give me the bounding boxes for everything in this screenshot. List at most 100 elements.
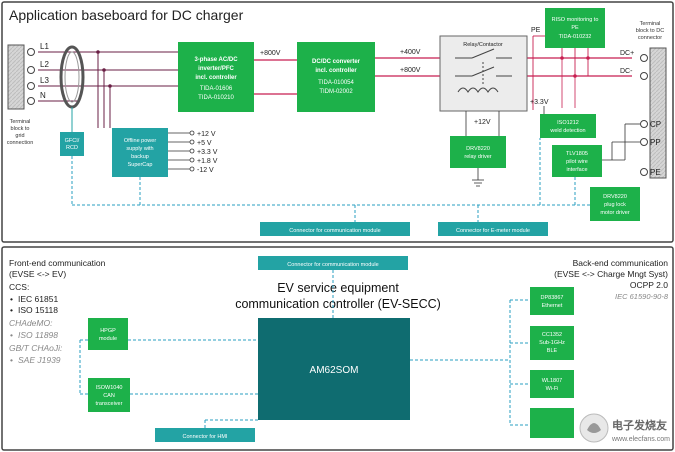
pfc-label-5: TIDA-010210 [198, 95, 234, 101]
output-400v-label: +400V [400, 49, 421, 56]
offline-power-label-4: SuperCap [128, 162, 153, 168]
gfci-label-1: GFCI/ [65, 138, 80, 144]
line-label-l2: L2 [40, 60, 49, 69]
dc-output-lines [375, 57, 632, 77]
svg-text:•: • [10, 330, 13, 340]
gbt-item-saej1939: SAE J1939 [18, 355, 61, 365]
secc-title-line1: EV service equipment [277, 281, 399, 295]
dcdc-label-3: TIDA-010054 [318, 80, 354, 86]
iso1212-label-1: ISO1212 [557, 120, 579, 126]
relay-contactor-block [439, 35, 528, 112]
cc1352-label-2: Sub-1GHz [539, 340, 565, 346]
am62som-label: AM62SOM [310, 365, 359, 376]
connector-emeter-label: Connector for E-meter module [456, 228, 530, 234]
dc-terminal-label-3: connector [638, 35, 662, 41]
pfc-label-1: 3-phase AC/DC [194, 57, 238, 63]
line-label-l1: L1 [40, 42, 49, 51]
connector-comm-module-top [260, 222, 410, 236]
rail-label-1v8: +1.8 V [197, 158, 218, 165]
grid-terminal-label-2: block to [11, 126, 30, 132]
ccs-heading: CCS: [9, 282, 29, 292]
connector-emeter [438, 222, 548, 236]
tlv-label-3: interface [566, 167, 587, 173]
rail-label-3v3: +3.3 V [197, 149, 218, 156]
grid-terminal-pins [27, 48, 35, 105]
tlv-label-1: TLV1805 [566, 151, 588, 157]
watermark: 电子发烧友 www.elecfans.com [579, 413, 670, 443]
isow-label-3: transceiver [96, 401, 123, 407]
grid-terminal-label-3: grid [15, 133, 24, 139]
ccs-item-iso15118: ISO 15118 [18, 305, 58, 315]
dc-terminal-label-2: block to DC [636, 28, 664, 34]
v33-label: +3.3V [530, 99, 549, 106]
connector-hmi-label: Connector for HMI [183, 434, 228, 440]
riso-monitoring-block [545, 8, 605, 48]
cc1352-label-3: BLE [547, 348, 558, 354]
iec-61590-label: IEC 61590-90-8 [615, 292, 669, 301]
grid-terminal-label-4: connection [7, 140, 34, 146]
cc1352-label-1: CC1352 [542, 332, 562, 338]
isow1040-can-block [88, 378, 130, 412]
output-800v-label: +800V [400, 67, 421, 74]
grid-terminal-label-1: Terminal [10, 119, 31, 125]
front-end-heading-1: Front-end communication [9, 258, 106, 268]
rail-label-minus12v: -12 V [197, 167, 214, 174]
v12-label: +12V [474, 119, 491, 126]
dc-pin-pe: PE [650, 168, 661, 177]
wl1807-label-1: WL1807 [542, 378, 563, 384]
gbt-heading: GB/T CHAoJi: [9, 343, 63, 353]
riso-label-2: PE [571, 25, 579, 31]
isow-label-1: ISOW1040 [96, 385, 123, 391]
dc-pin-pp: PP [650, 138, 661, 147]
wl1807-label-2: Wi-Fi [546, 386, 559, 392]
gfci-rcd-block [60, 132, 84, 156]
offline-power-label-1: Offline power [124, 138, 156, 144]
drv-plug-label-2: plug lock [604, 202, 626, 208]
pfc-label-2: inverter/PFC [198, 66, 234, 72]
hpgp-label-1: HPGP [100, 328, 116, 334]
dp83867-label-2: Ethernet [542, 303, 563, 309]
gfci-label-2: RCD [66, 145, 78, 151]
top-comm-bus [71, 138, 590, 222]
line-label-l3: L3 [40, 76, 49, 85]
front-end-heading-2: (EVSE <-> EV) [9, 269, 66, 279]
dc-pin-cp: CP [650, 120, 661, 129]
dc-pin-dcplus: DC+ [620, 50, 634, 57]
grid-terminal-block [7, 44, 25, 110]
dcdc-label-1: DC/DC converter [312, 59, 361, 65]
iso1212-block [540, 114, 596, 138]
chademo-heading: CHAdeMO: [9, 318, 53, 328]
rail-label-12v: +12 V [197, 131, 216, 138]
riso-label-1: RISO monitoring to [552, 17, 599, 23]
ccs-item-iec61851: IEC 61851 [18, 294, 58, 304]
svg-text:•: • [10, 355, 13, 365]
dp83867-label-1: DP83867 [541, 295, 564, 301]
connector-comm-label-top: Connector for communication module [289, 228, 380, 234]
tlv-label-2: pilot wire [566, 159, 588, 165]
dc-terminal-label-1: Terminal [640, 21, 661, 27]
relay-switch-symbols [455, 48, 512, 93]
iso1212-label-2: weld detection [549, 128, 585, 134]
top-panel-title: Application baseboard for DC charger [9, 7, 244, 23]
drv-relay-label-2: relay driver [464, 154, 491, 160]
relay-label: Relay/Contactor [463, 42, 503, 48]
tlv1805-block [552, 145, 602, 177]
hpgp-module-block [88, 318, 128, 350]
rail-label-5v: +5 V [197, 140, 212, 147]
dcdc-label-2: incl. controller [315, 68, 357, 74]
offline-power-supply-block [112, 128, 168, 177]
pfc-label-4: TIDA-01606 [200, 86, 233, 92]
offline-power-label-3: backup [131, 154, 149, 160]
pe-label-top: PE [531, 27, 541, 34]
svg-text:电子发烧友: 电子发烧友 [612, 418, 667, 432]
drv8220-relay-driver-block [450, 136, 506, 168]
dc-pin-dcminus: DC- [620, 68, 633, 75]
connector-comm-module-bottom [258, 256, 408, 270]
offline-power-label-2: supply with [126, 146, 153, 152]
drv8220-plug-lock-block [590, 187, 640, 221]
connector-comm-label-bottom: Connector for communication module [287, 262, 378, 268]
extra-module-block [530, 408, 574, 438]
drv-plug-label-3: motor driver [600, 210, 630, 216]
pfc-label-3: incl. controller [195, 75, 237, 81]
